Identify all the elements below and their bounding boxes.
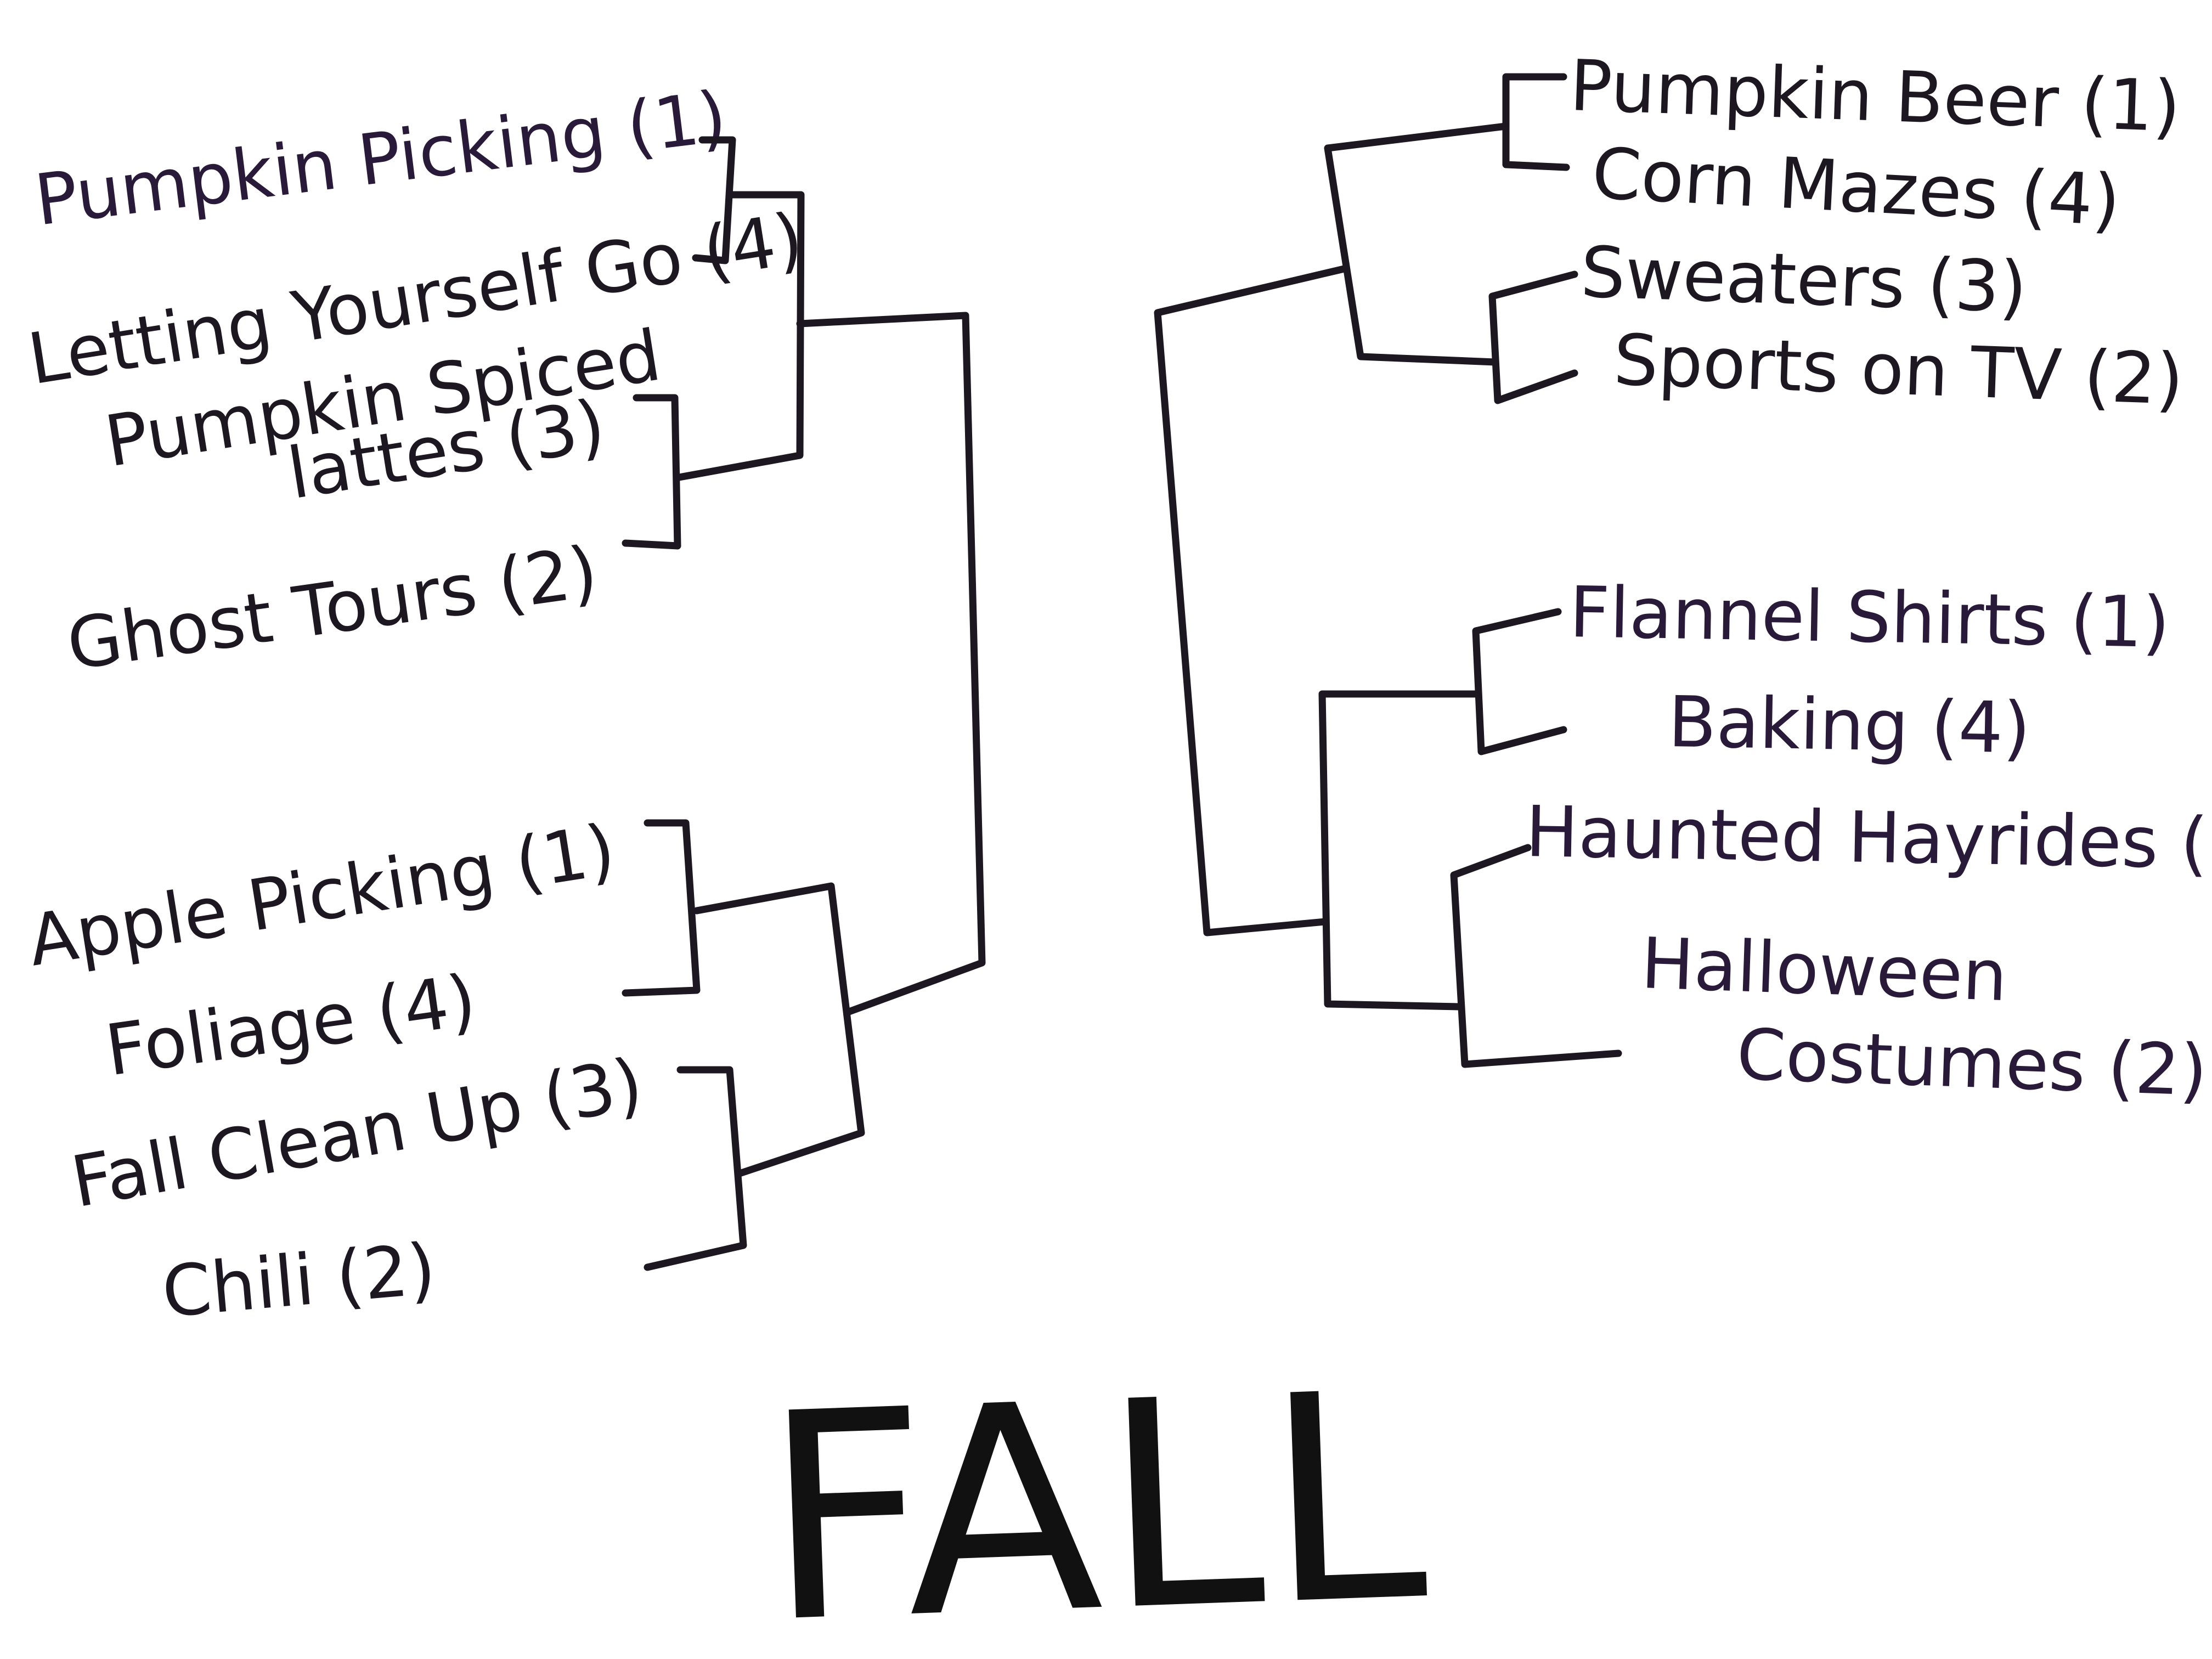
right-top-entry-3: Sweaters (3)	[1579, 232, 2028, 329]
bracket-connector	[1502, 73, 1570, 171]
right-top-entry-4: Sports on TV (2)	[1612, 319, 2185, 421]
bracket-connector	[622, 394, 681, 550]
right-bracket-lines	[1154, 73, 1622, 1068]
entry-line: Ghost Tours (2)	[63, 531, 603, 686]
entry-line: Costumes (2)	[1735, 1014, 2208, 1112]
left-bottom-entry-4: Chili (2)	[159, 1228, 439, 1334]
left-bottom-region: Apple Picking (1) Foliage (4) Fall Clean…	[23, 809, 649, 1334]
entry-line: Flannel Shirts (1)	[1568, 572, 2170, 664]
entry-line: Sports on TV (2)	[1612, 319, 2185, 421]
bracket-connector	[644, 1066, 747, 1271]
bracket-connector	[622, 819, 701, 997]
entry-line: Halloween	[1640, 923, 2008, 1017]
right-top-entry-2: Corn Mazes (4)	[1590, 133, 2122, 242]
left-bracket-lines	[622, 136, 986, 1271]
left-bottom-entry-2: Foliage (4)	[101, 960, 481, 1092]
left-top-entry-1: Pumpkin Picking (1)	[31, 76, 731, 241]
right-bottom-entry-3: Haunted Hayrides (3)	[1525, 791, 2212, 886]
bracket-connector	[1472, 608, 1567, 755]
right-bottom-entry-4: Halloween Costumes (2)	[1637, 923, 2211, 1112]
entry-line: Corn Mazes (4)	[1590, 133, 2122, 242]
entry-line: Baking (4)	[1667, 681, 2031, 770]
bracket-connector	[692, 136, 736, 264]
entry-line: Pumpkin Picking (1)	[31, 76, 731, 241]
right-bottom-region: Flannel Shirts (1) Baking (4) Haunted Ha…	[1525, 572, 2212, 1112]
entry-line: Chili (2)	[159, 1228, 439, 1334]
bracket-connector	[1324, 122, 1510, 366]
bracket-connector	[1450, 844, 1622, 1068]
bracket-connector	[1488, 270, 1578, 404]
bracket-title: FALL	[759, 1330, 1434, 1659]
entry-line: Haunted Hayrides (3)	[1525, 791, 2212, 886]
right-bottom-entry-2: Baking (4)	[1667, 681, 2031, 770]
bracket-connector	[693, 882, 865, 1178]
bracket-connector	[1318, 690, 1480, 1011]
right-top-region: Pumpkin Beer (1) Corn Mazes (4) Sweaters…	[1568, 45, 2185, 421]
entry-line: Sweaters (3)	[1579, 232, 2028, 329]
entry-line: Apple Picking (1)	[23, 809, 620, 983]
right-bottom-entry-1: Flannel Shirts (1)	[1568, 572, 2170, 664]
left-top-region: Pumpkin Picking (1) Letting Yourself Go …	[23, 76, 809, 686]
bracket-connector	[796, 312, 986, 1016]
bracket-connector	[1154, 265, 1348, 936]
left-top-entry-4: Ghost Tours (2)	[63, 531, 603, 686]
left-bottom-entry-1: Apple Picking (1)	[23, 809, 620, 983]
entry-line: Foliage (4)	[101, 960, 481, 1092]
right-top-entry-1: Pumpkin Beer (1)	[1568, 45, 2182, 148]
entry-line: Pumpkin Beer (1)	[1568, 45, 2182, 148]
